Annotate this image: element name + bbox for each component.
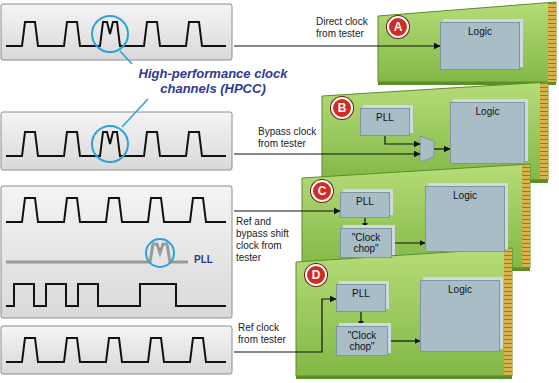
signal-label: PLL	[194, 254, 213, 266]
node-text: C	[318, 185, 327, 197]
signal-connector	[392, 242, 425, 243]
card-edge	[296, 376, 512, 379]
node-text: Logic	[476, 106, 500, 117]
signal-label: Direct clock from tester	[316, 16, 376, 40]
clock-waveform	[6, 22, 226, 46]
highlight-circle	[92, 126, 128, 162]
circuit-card	[296, 248, 512, 376]
block-box: Logic	[450, 102, 525, 164]
signal-label: Ref clock from tester	[238, 322, 294, 346]
clock-arrow	[434, 148, 450, 149]
edge-connector	[548, 3, 556, 82]
edge-connector	[522, 165, 530, 268]
signal-connector	[388, 340, 420, 341]
block-box: "Clock chop"	[340, 228, 392, 258]
clock-arrow	[234, 45, 440, 46]
node-text: D	[312, 269, 321, 281]
clock-waveform	[6, 198, 226, 222]
shift-waveform	[6, 284, 226, 306]
node-text: "Clock chop"	[344, 232, 388, 254]
edge-connector	[504, 249, 512, 376]
block-box: PLL	[340, 192, 390, 218]
circuit-card	[378, 2, 556, 82]
clock-waveform	[6, 338, 226, 362]
edge-connector	[540, 83, 548, 180]
waveform-panel	[1, 4, 232, 60]
block-box: Logic	[440, 22, 520, 70]
node-text: B	[338, 102, 347, 114]
node-text: Logic	[468, 26, 492, 37]
clock-arrow	[234, 153, 420, 154]
leader-line	[120, 51, 132, 64]
node-text: Logic	[448, 284, 472, 295]
block-box: "Clock chop"	[336, 326, 388, 356]
highlight-circle	[146, 239, 174, 267]
clock-arrow	[234, 210, 340, 211]
callout-label: High-performance clock channels (HPCC)	[118, 66, 308, 96]
callout-circle: C	[311, 180, 333, 202]
waveform-panel	[1, 186, 232, 318]
node-text: A	[394, 21, 403, 33]
block-box: PLL	[336, 284, 386, 312]
waveform-panel	[1, 112, 232, 170]
waveform-panel	[1, 326, 232, 374]
node-text: PLL	[352, 288, 370, 299]
clock-waveform	[6, 132, 226, 156]
highlight-circle	[92, 16, 128, 52]
signal-label: Ref and bypass shift clock from tester	[236, 216, 300, 264]
signal-connector	[364, 218, 365, 228]
callout-circle: D	[305, 264, 327, 286]
callout-circle: A	[387, 16, 409, 38]
leader-line	[122, 99, 148, 127]
clock-arrow	[234, 299, 336, 352]
block-box: Logic	[420, 280, 500, 352]
signal-label: Bypass clock from tester	[258, 126, 320, 150]
node-text: "Clock chop"	[340, 330, 384, 352]
clock-arrow	[385, 136, 420, 144]
block-box: PLL	[360, 108, 410, 136]
node-text: PLL	[376, 112, 394, 123]
mux-block	[420, 136, 434, 162]
node-text: Logic	[453, 190, 477, 201]
pll-waveform	[6, 244, 188, 262]
block-box: Logic	[425, 186, 505, 252]
callout-circle: B	[331, 97, 353, 119]
signal-connector	[360, 312, 361, 326]
node-text: PLL	[356, 196, 374, 207]
